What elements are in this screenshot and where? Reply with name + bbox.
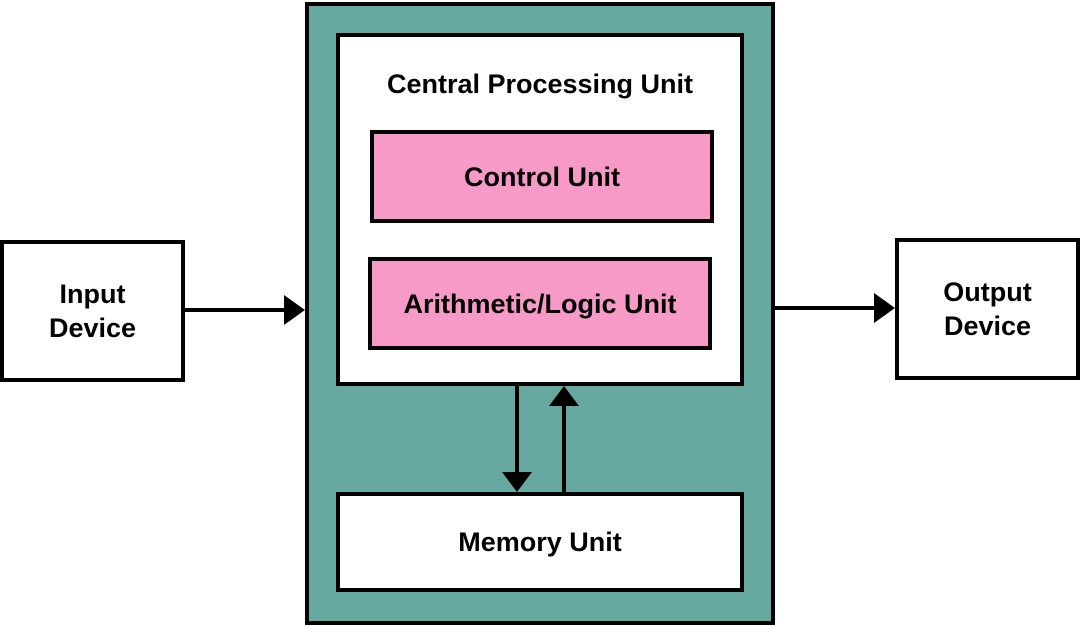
input-device-label-line2: Device: [48, 313, 137, 343]
alu-box: Arithmetic/Logic Unit: [368, 257, 712, 350]
output-device-box: Output Device: [895, 238, 1080, 380]
output-device-label-line2: Device: [943, 311, 1032, 341]
alu-label: Arithmetic/Logic Unit: [403, 288, 677, 319]
cpu-to-output-arrow: [775, 293, 895, 323]
output-device-label-line1: Output: [943, 277, 1032, 307]
control-unit-box: Control Unit: [370, 130, 714, 223]
control-unit-label: Control Unit: [464, 161, 620, 192]
memory-unit-label: Memory Unit: [458, 527, 622, 557]
cpu-title: Central Processing Unit: [386, 69, 694, 99]
input-to-cpu-arrow: [185, 295, 305, 325]
cpu-to-memory-arrow: [502, 386, 532, 492]
memory-unit-box: Memory Unit: [336, 492, 744, 592]
input-device-label-line1: Input: [59, 279, 126, 309]
input-device-box: Input Device: [0, 240, 185, 382]
memory-to-cpu-arrow: [549, 386, 579, 492]
